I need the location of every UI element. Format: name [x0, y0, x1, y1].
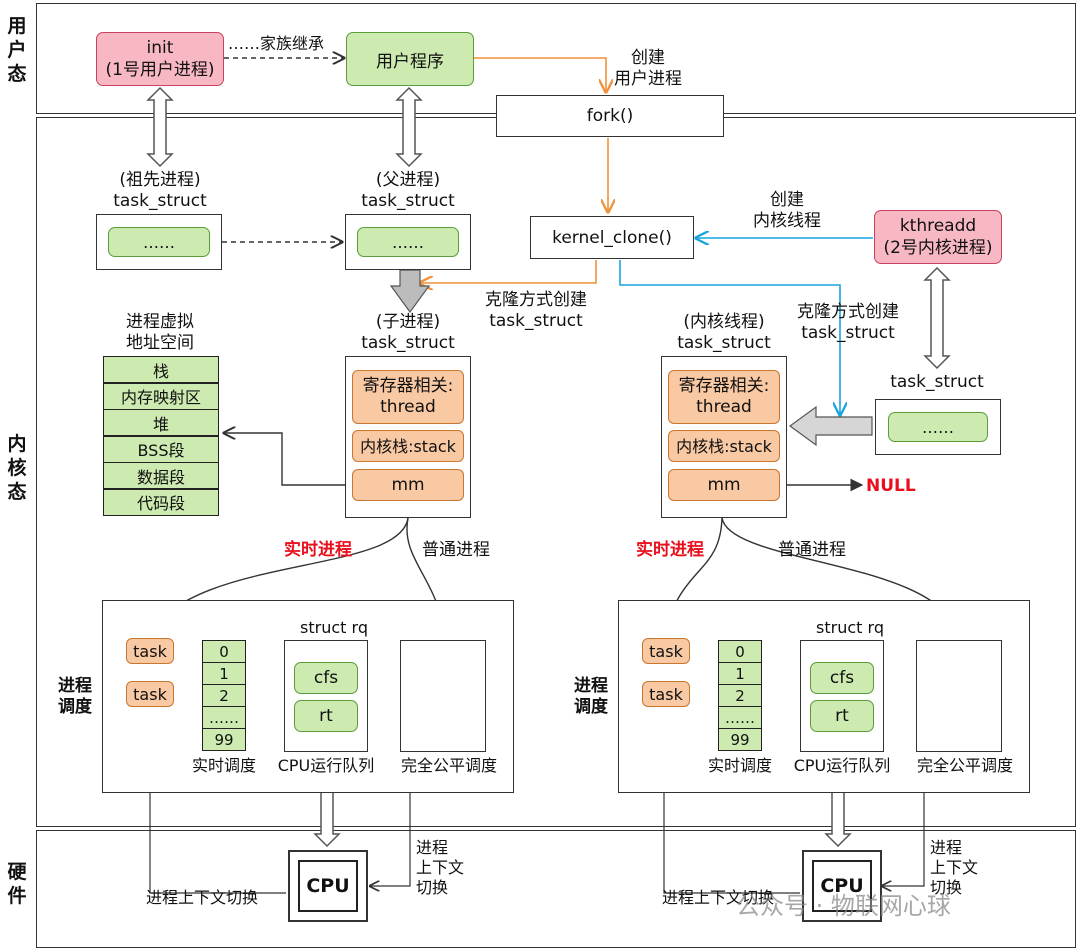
- prio-cell: 2: [202, 684, 246, 707]
- kthreadd-task-label: task_struct: [890, 372, 984, 392]
- cfs-box: cfs: [294, 662, 358, 694]
- vm-segment: 堆: [103, 409, 219, 436]
- clone-right-label: 克隆方式创建 task_struct: [797, 302, 899, 343]
- task-box: task: [642, 638, 690, 664]
- create-process-label: 创建 用户进程: [614, 48, 682, 89]
- cpu-rq-label: CPU运行队列: [277, 756, 375, 775]
- clone-left-label: 克隆方式创建 task_struct: [485, 290, 587, 331]
- child-thread-field: 寄存器相关: thread: [352, 370, 464, 424]
- ancestor-inner: ……: [108, 227, 210, 257]
- fork-box: fork(): [496, 95, 724, 137]
- kthreadd-double-arrow: [923, 266, 951, 370]
- child-stack-field: 内核栈:stack: [352, 430, 464, 462]
- normal-label-right: 普通进程: [778, 540, 846, 560]
- rt-sched-label: 实时调度: [191, 756, 256, 775]
- cfs-tree-frame: [400, 640, 486, 752]
- create-kthread-label: 创建 内核线程: [753, 190, 821, 231]
- child-label: (子进程) task_struct: [361, 312, 455, 353]
- rq-frame: [284, 640, 368, 752]
- clone-kthread-arrow: [619, 260, 840, 415]
- vm-segment: BSS段: [103, 435, 219, 463]
- parent-label: (父进程) task_struct: [361, 170, 455, 211]
- cpu-label-right: CPU: [812, 860, 872, 912]
- sched-label-left: 进程 调度: [58, 676, 92, 717]
- ctx-switch-left-b: 进程 上下文 切换: [416, 838, 465, 897]
- prio-cell: 0: [202, 640, 246, 663]
- create-process-arrow: [474, 57, 606, 92]
- task-box: task: [642, 681, 690, 707]
- kthread-thread-field: 寄存器相关: thread: [668, 370, 780, 424]
- cfs-box: cfs: [810, 662, 874, 694]
- vm-segment: 数据段: [103, 462, 219, 489]
- rq-title: struct rq: [300, 618, 368, 637]
- prio-cell: 1: [718, 662, 762, 685]
- normal-label-left: 普通进程: [422, 540, 490, 560]
- watermark: 公众号 · 物联网心球: [736, 892, 951, 920]
- vm-segment: 栈: [103, 356, 219, 383]
- prio-cell: ……: [202, 706, 246, 729]
- child-mm-field: mm: [352, 469, 464, 501]
- ancestor-label: (祖先进程) task_struct: [113, 170, 207, 211]
- kthreadd-to-kthread-arrow: [788, 405, 873, 447]
- vm-title: 进程虚拟 地址空间: [126, 312, 194, 353]
- ctx-switch-right-b: 进程 上下文 切换: [930, 838, 979, 897]
- vm-segment: 代码段: [103, 488, 219, 516]
- prio-cell: 99: [202, 728, 246, 751]
- hardware-label: 硬 件: [7, 861, 27, 907]
- prio-cell: 99: [718, 728, 762, 751]
- clone-child-arrow: [420, 260, 597, 283]
- kthread-stack-field: 内核栈:stack: [668, 430, 780, 462]
- cfs-tree-frame: [916, 640, 1002, 752]
- realtime-label-left: 实时进程: [284, 540, 352, 560]
- rq-title: struct rq: [816, 618, 884, 637]
- init-process-box: init (1号用户进程): [96, 32, 224, 86]
- task-box: task: [126, 638, 174, 664]
- prio-cell: 1: [202, 662, 246, 685]
- ctx-switch-left-a: 进程上下文切换: [146, 888, 259, 907]
- kthreadd-box: kthreadd (2号内核进程): [874, 210, 1002, 264]
- rt-box: rt: [810, 700, 874, 732]
- kthread-label: (内核线程) task_struct: [677, 312, 771, 353]
- ctx-switch-right-a: 进程上下文切换: [662, 888, 775, 907]
- null-label: NULL: [866, 476, 916, 496]
- prio-cell: 2: [718, 684, 762, 707]
- user-space-label: 用 户 态: [7, 15, 27, 85]
- cfs-sched-label: 完全公平调度: [400, 756, 497, 775]
- prio-cell: ……: [718, 706, 762, 729]
- rt-box: rt: [294, 700, 358, 732]
- mm-to-vm-arrow: [224, 433, 352, 486]
- cpu-label-left: CPU: [298, 860, 358, 912]
- rt-sched-label: 实时调度: [707, 756, 772, 775]
- realtime-label-right: 实时进程: [636, 540, 704, 560]
- rq-frame: [800, 640, 884, 752]
- sched-label-right: 进程 调度: [574, 676, 608, 717]
- kthreadd-task-inner: ……: [888, 412, 988, 442]
- kernel-space-label: 内 核 态: [7, 433, 27, 503]
- user-program-box: 用户程序: [346, 32, 474, 86]
- cfs-sched-label: 完全公平调度: [916, 756, 1013, 775]
- cpu-rq-label: CPU运行队列: [793, 756, 891, 775]
- parent-to-child-arrow: [389, 269, 431, 314]
- prio-cell: 0: [718, 640, 762, 663]
- kernel-clone-box: kernel_clone(): [530, 216, 694, 259]
- init-double-arrow: [146, 86, 174, 168]
- task-box: task: [126, 681, 174, 707]
- program-double-arrow: [395, 86, 423, 168]
- kthread-mm-field: mm: [668, 469, 780, 501]
- parent-inner: ……: [357, 227, 459, 257]
- inherit-label: ……家族继承: [228, 34, 325, 53]
- vm-segment: 内存映射区: [103, 382, 219, 410]
